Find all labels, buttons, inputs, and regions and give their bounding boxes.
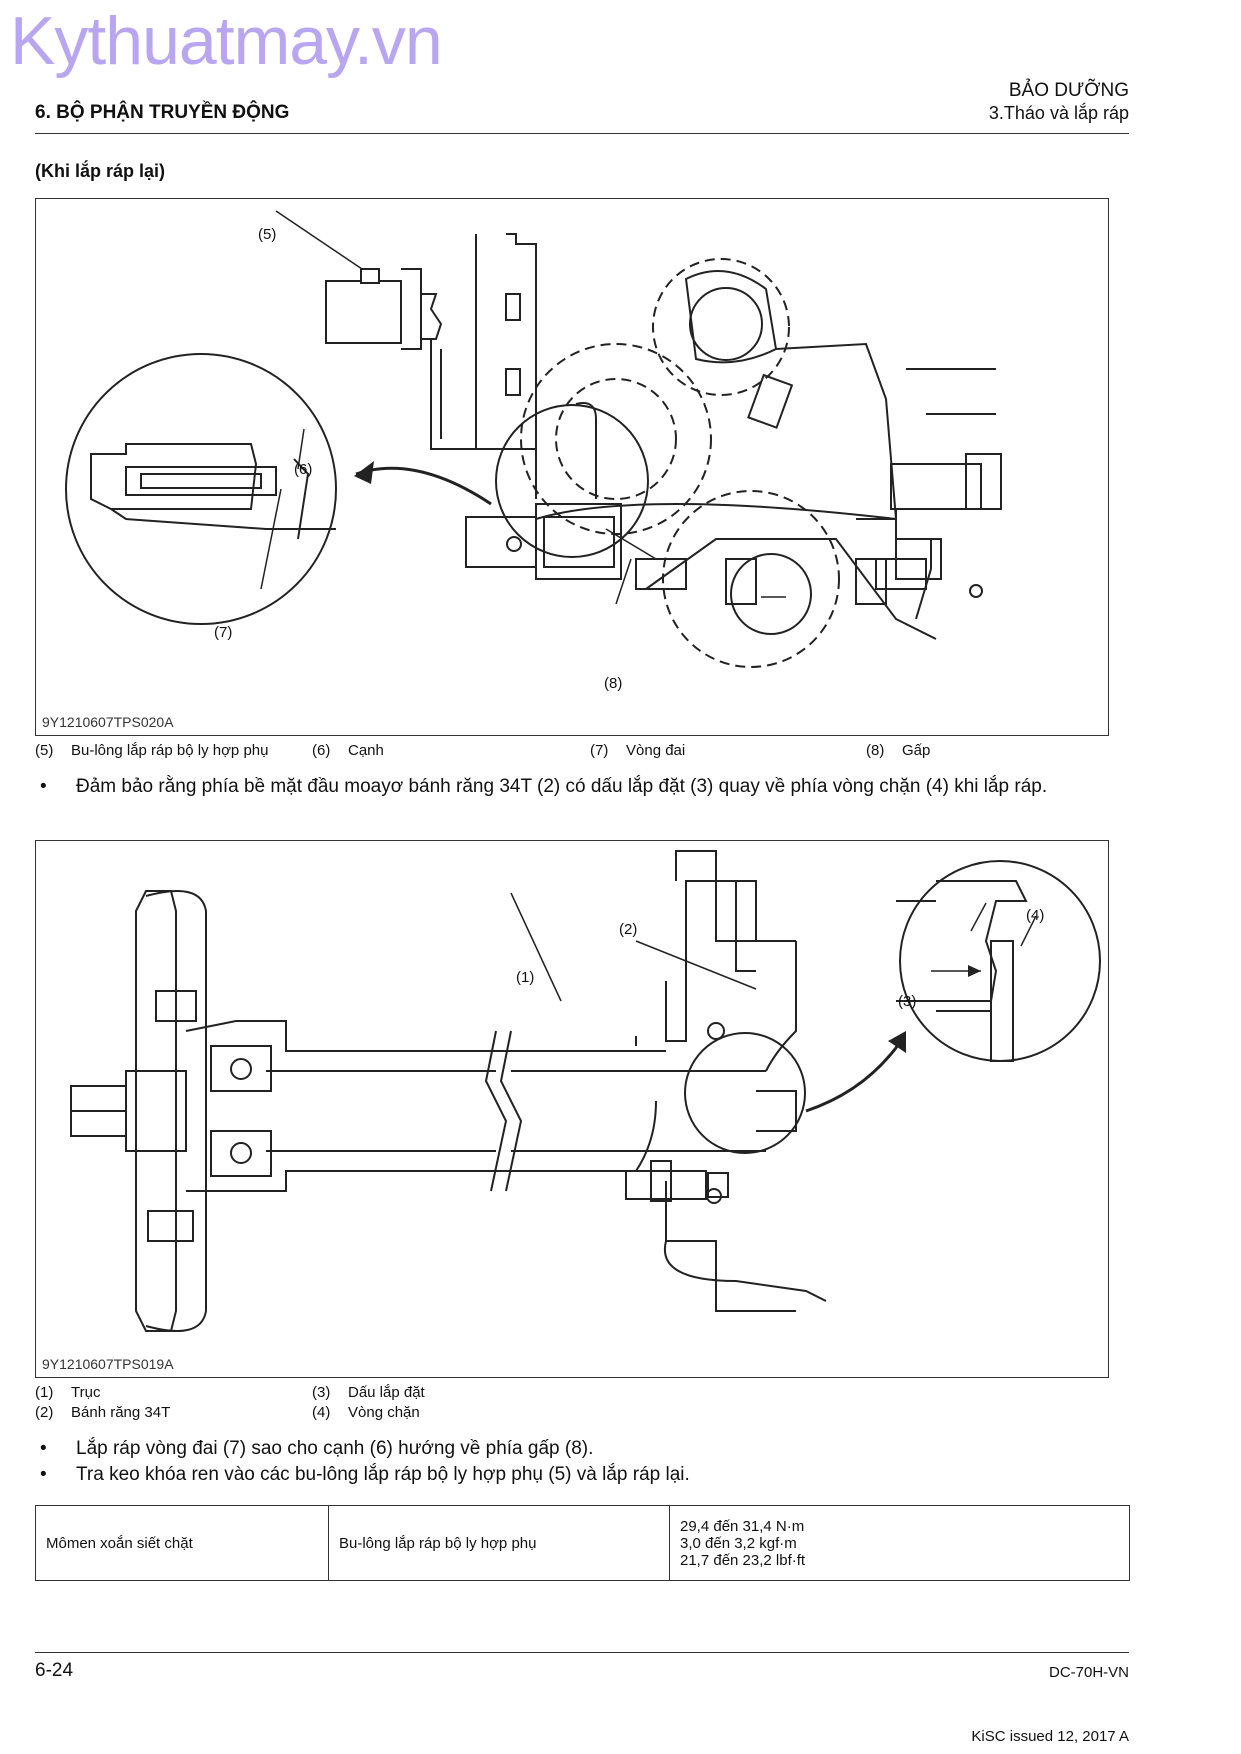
- bullet-dot: •: [40, 1464, 47, 1485]
- header-category: BẢO DƯỠNG: [1008, 80, 1129, 101]
- figure-2-drawing: [70, 850, 1101, 1332]
- fig1-callout-6: (6): [294, 461, 313, 478]
- torque-value-lbfft: 21,7 đến 23,2 lbf·ft: [680, 1551, 806, 1569]
- fig1-caption-7: (7) Vòng đai: [590, 742, 685, 759]
- caption-number: (2): [35, 1404, 54, 1421]
- caption-number: (6): [312, 742, 331, 759]
- header-subsection: 3.Tháo và lắp ráp: [988, 103, 1129, 123]
- bullet-item: • Tra keo khóa ren vào các bu-lông lắp r…: [40, 1462, 1129, 1488]
- figure-1-drawing: [65, 210, 1002, 668]
- caption-number: (5): [35, 742, 54, 759]
- document-code: DC-70H-VN: [1048, 1664, 1129, 1681]
- fig2-callout-3: (3): [898, 993, 917, 1010]
- figure-1: 9Y1210607TPS020A (5) (6) (7) (8): [35, 198, 1109, 736]
- caption-number: (4): [312, 1404, 331, 1421]
- fig2-caption-3: (3) Dấu lắp đặt: [312, 1384, 425, 1401]
- fig1-caption-8: (8) Gấp: [866, 742, 930, 759]
- bullet-text: Tra keo khóa ren vào các bu-lông lắp ráp…: [76, 1464, 690, 1485]
- bullet-text: Đảm bảo rằng phía bề mặt đầu moayơ bánh …: [76, 776, 1048, 797]
- figure-2-code: 9Y1210607TPS019A: [42, 1356, 174, 1372]
- bullet-dot: •: [40, 776, 47, 797]
- issued-note: KiSC issued 12, 2017 A: [971, 1728, 1129, 1745]
- caption-number: (8): [866, 742, 885, 759]
- fig2-callout-4: (4): [1026, 907, 1045, 924]
- caption-text: Gấp: [902, 742, 931, 759]
- caption-text: Dấu lắp đặt: [348, 1384, 425, 1401]
- caption-text: Cạnh: [348, 742, 384, 759]
- fig2-callout-2: (2): [619, 921, 638, 938]
- torque-value-kgfm: 3,0 đến 3,2 kgf·m: [680, 1534, 797, 1552]
- fig2-callout-1: (1): [516, 969, 535, 986]
- caption-text: Vòng chặn: [348, 1404, 420, 1421]
- bullet-item: • Lắp ráp vòng đai (7) sao cho cạnh (6) …: [40, 1436, 1129, 1462]
- torque-values: 29,4 đến 31,4 N·m 3,0 đến 3,2 kgf·m 21,7…: [669, 1505, 1130, 1581]
- bullet-text: Lắp ráp vòng đai (7) sao cho cạnh (6) hư…: [76, 1438, 594, 1459]
- header-divider: [35, 133, 1129, 134]
- caption-text: Bánh răng 34T: [71, 1404, 171, 1421]
- fig2-caption-1: (1) Trục: [35, 1384, 100, 1401]
- fig2-caption-4: (4) Vòng chặn: [312, 1404, 420, 1421]
- fig1-caption-5: (5) Bu-lông lắp ráp bộ ly hợp phụ: [35, 742, 268, 759]
- caption-number: (1): [35, 1384, 54, 1401]
- caption-number: (7): [590, 742, 609, 759]
- torque-item: Bu-lông lắp ráp bộ ly hợp phụ: [328, 1505, 670, 1581]
- caption-text: Vòng đai: [626, 742, 686, 759]
- torque-label: Mômen xoắn siết chặt: [35, 1505, 329, 1581]
- fig1-caption-6: (6) Cạnh: [312, 742, 384, 759]
- section-title: 6. BỘ PHẬN TRUYỀN ĐỘNG: [35, 102, 290, 123]
- fig1-callout-5: (5): [258, 226, 277, 243]
- subheading: (Khi lắp ráp lại): [35, 161, 166, 181]
- fig1-callout-7: (7): [214, 624, 233, 641]
- bullet-dot: •: [40, 1438, 47, 1459]
- figure-2: 9Y1210607TPS019A (1) (2) (3) (4): [35, 840, 1109, 1378]
- fig1-callout-8: (8): [604, 675, 623, 692]
- caption-text: Trục: [71, 1384, 101, 1401]
- bolt-block: [325, 280, 402, 344]
- bullet-item: • Đảm bảo rằng phía bề mặt đầu moayơ bán…: [40, 774, 1129, 830]
- torque-value-nm: 29,4 đến 31,4 N·m: [680, 1517, 805, 1535]
- watermark-logo: Kythuatmay.vn: [10, 3, 443, 79]
- fig2-caption-2: (2) Bánh răng 34T: [35, 1404, 170, 1421]
- figure-1-code: 9Y1210607TPS020A: [42, 714, 174, 730]
- caption-text: Bu-lông lắp ráp bộ ly hợp phụ: [71, 742, 269, 759]
- page-number: 6-24: [35, 1660, 74, 1681]
- footer-divider: [35, 1652, 1129, 1653]
- torque-table: Mômen xoắn siết chặt Bu-lông lắp ráp bộ …: [35, 1505, 1130, 1581]
- caption-number: (3): [312, 1384, 331, 1401]
